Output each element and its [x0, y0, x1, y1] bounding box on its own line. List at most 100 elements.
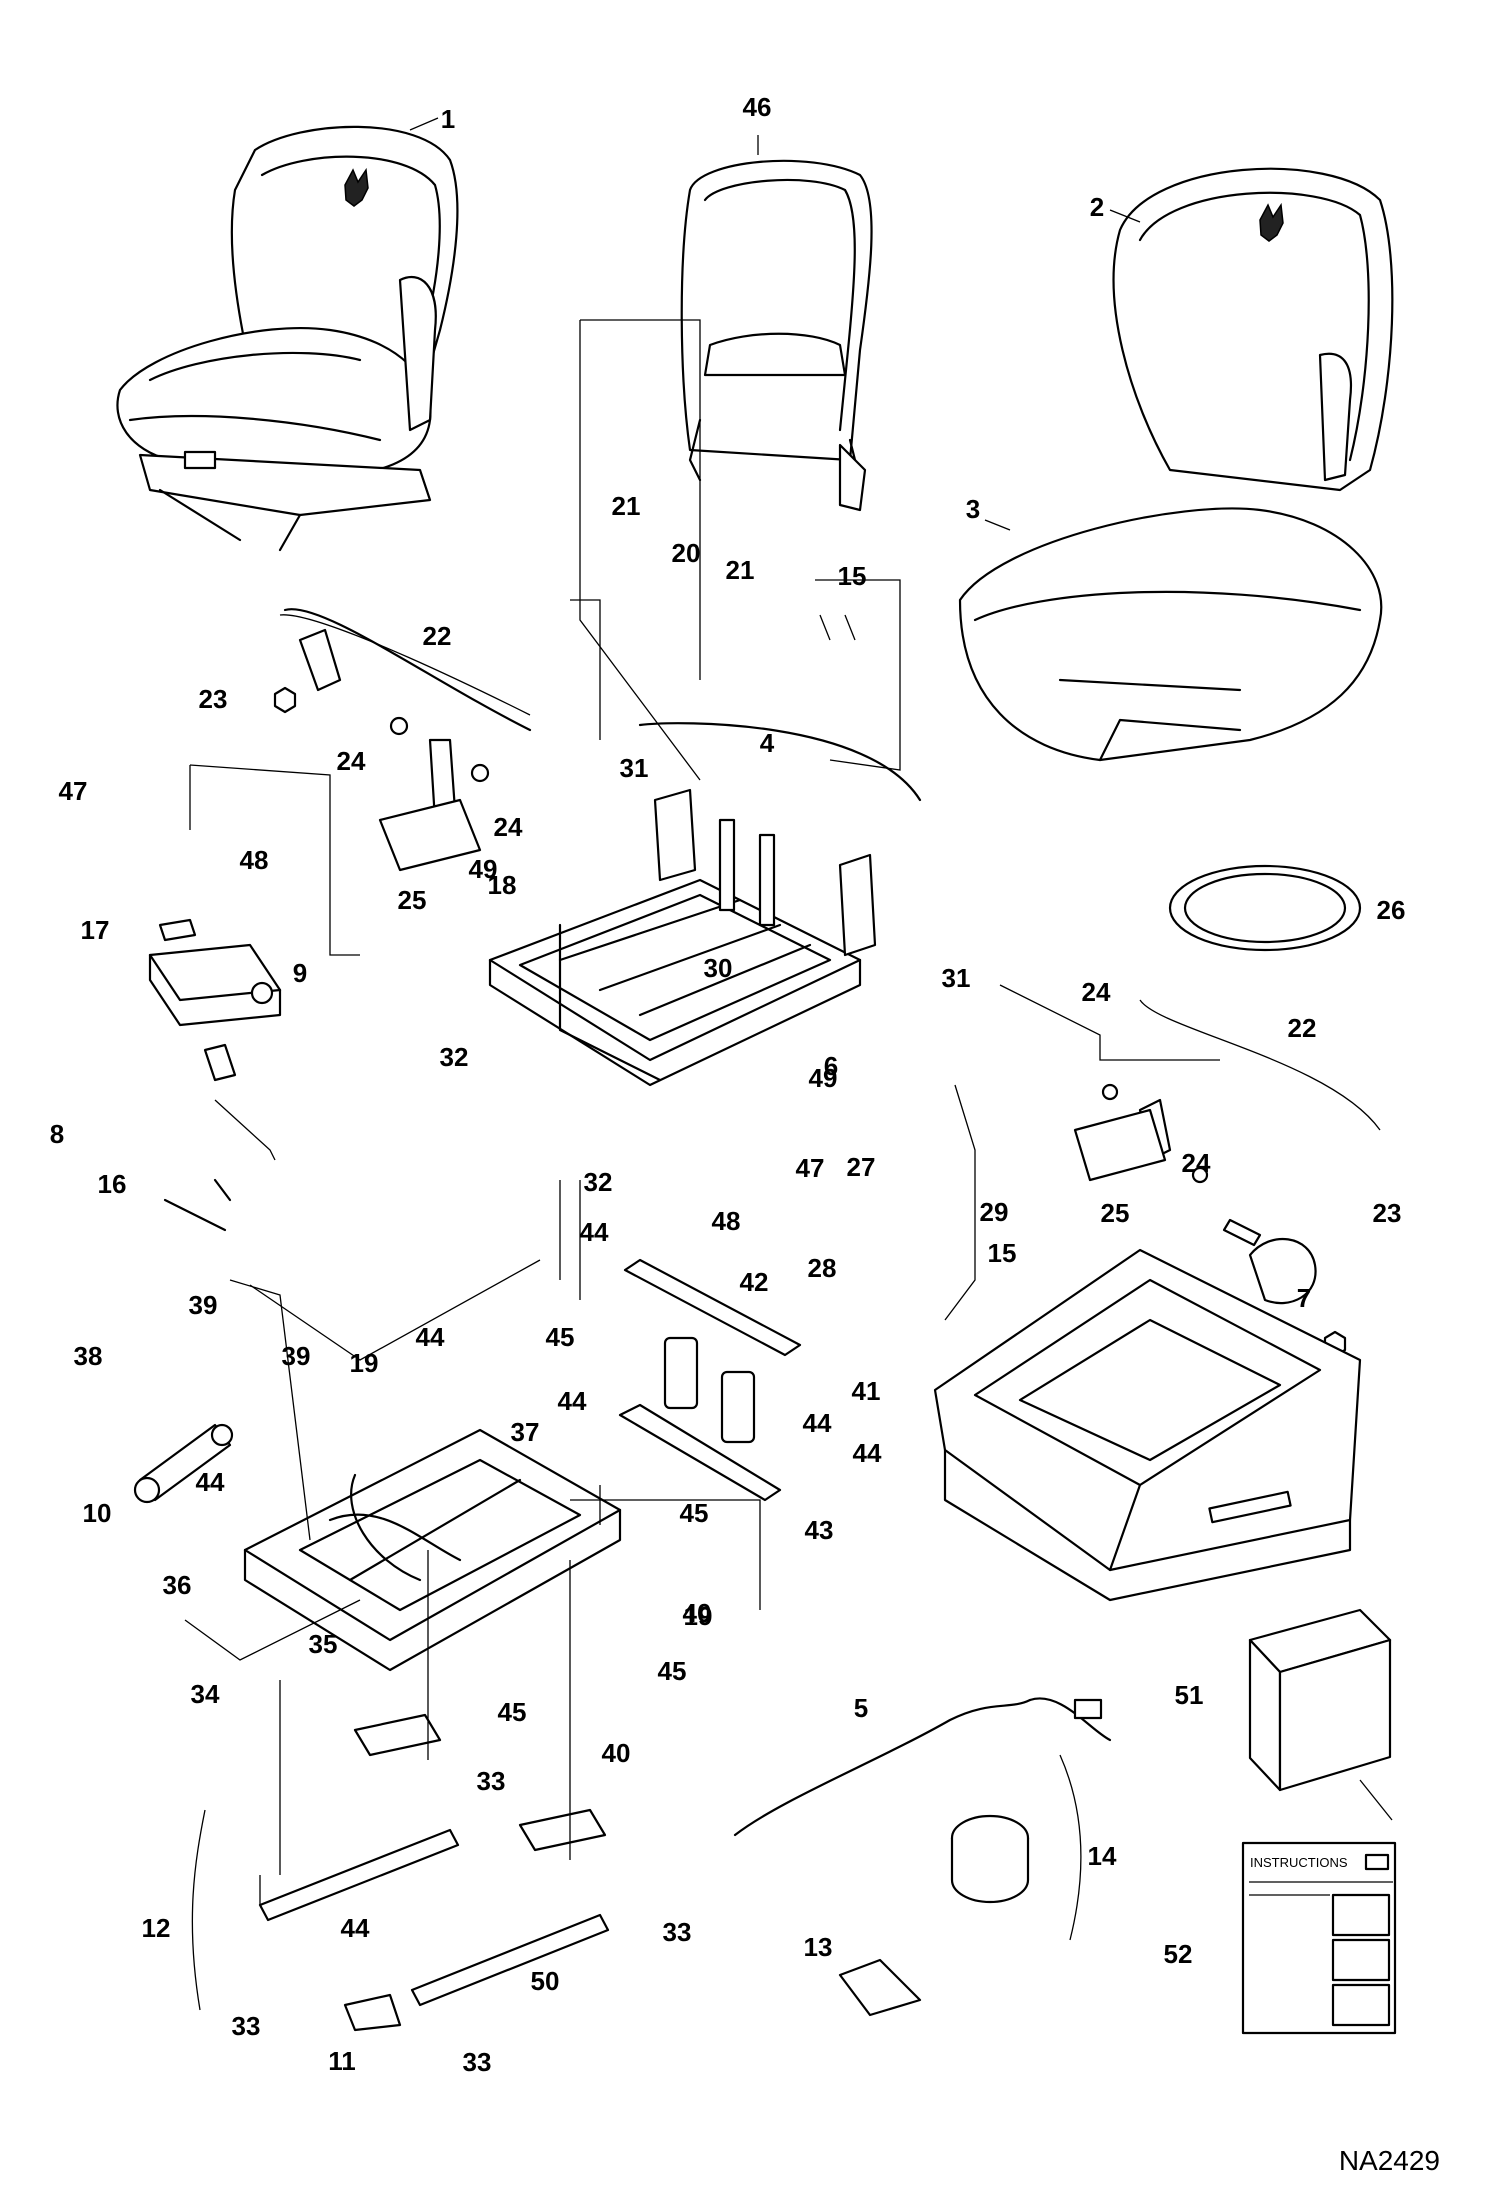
callout-label: 22 [423, 621, 452, 651]
callout-label: 26 [1377, 895, 1406, 925]
callout-labels: 1 2 3 4 5 6 7 8 9 10 11 12 13 14 15 15 1… [50, 92, 1406, 2077]
callout-label: 47 [796, 1153, 825, 1183]
callout-label: 14 [1088, 1841, 1117, 1871]
callout-label: 36 [163, 1570, 192, 1600]
callout-label: 49 [469, 854, 498, 884]
callout-label: 25 [398, 885, 427, 915]
drawing-reference: NA2429 [1339, 2145, 1440, 2176]
callout-label: 30 [704, 953, 733, 983]
callout-label: 33 [663, 1917, 692, 1947]
callout-label: 52 [1164, 1939, 1193, 1969]
callout-label: 44 [558, 1386, 587, 1416]
callout-label: 46 [743, 92, 772, 122]
callout-label: 21 [726, 555, 755, 585]
part-seat-back-frame [680, 135, 873, 512]
callout-label: 22 [1288, 1013, 1317, 1043]
callout-label: 49 [809, 1063, 838, 1093]
callout-label: 16 [98, 1169, 127, 1199]
part-complete-seat [116, 117, 459, 552]
callout-label: 23 [199, 684, 228, 714]
leader-lines [184, 319, 1393, 2011]
callout-label: 17 [81, 915, 110, 945]
callout-label: 15 [988, 1238, 1017, 1268]
part-box [1248, 1608, 1392, 1792]
callout-label: 31 [620, 753, 649, 783]
part-wiring-harness [733, 1697, 1112, 1837]
callout-label: 27 [847, 1152, 876, 1182]
callout-label: 43 [805, 1515, 834, 1545]
callout-label: 34 [191, 1679, 220, 1709]
callout-label: 33 [232, 2011, 261, 2041]
part-hose [1168, 864, 1362, 952]
callout-label: 31 [942, 963, 971, 993]
callout-label: 24 [1082, 977, 1111, 1007]
callout-label: 44 [341, 1913, 370, 1943]
callout-label: 45 [658, 1656, 687, 1686]
callout-label: 21 [612, 491, 641, 521]
callout-label: 6 [824, 1051, 838, 1081]
callout-label: 28 [808, 1253, 837, 1283]
part-lever-assembly [148, 918, 282, 1232]
callout-label: 44 [803, 1408, 832, 1438]
part-seat-belt-right [1073, 1083, 1347, 1358]
part-back-cushion [1109, 167, 1394, 492]
callout-label: 19 [684, 1601, 713, 1631]
callout-label: 9 [293, 958, 307, 988]
instructions-text: INSTRUCTIONS [1250, 1855, 1348, 1870]
callout-label: 50 [531, 1966, 560, 1996]
part-rails-upper [618, 1258, 802, 1502]
part-suspension-base [933, 1248, 1362, 1602]
callout-label: 18 [488, 870, 517, 900]
callout-label: 35 [309, 1629, 338, 1659]
callout-label: 20 [672, 538, 701, 568]
callout-label: 7 [1297, 1283, 1311, 1313]
callout-label: 13 [804, 1932, 833, 1962]
callout-label: 29 [980, 1197, 1009, 1227]
part-seat-belt-left [273, 608, 532, 872]
callout-label: 40 [602, 1738, 631, 1768]
callout-label: 11 [328, 2046, 356, 2076]
callout-label: 15 [838, 561, 867, 591]
callout-label: 48 [240, 845, 269, 875]
callout-label: 32 [584, 1167, 613, 1197]
callout-label: 33 [477, 1766, 506, 1796]
part-seat-frame [488, 722, 922, 1087]
part-instructions-manual: INSTRUCTIONS [1241, 1841, 1397, 2035]
callout-label: 1 [441, 104, 455, 134]
callout-label: 3 [966, 494, 980, 524]
callout-label: 42 [740, 1267, 769, 1297]
callout-label: 44 [196, 1467, 225, 1497]
callout-label: 2 [1090, 192, 1104, 222]
callout-label: 37 [511, 1417, 540, 1447]
callout-label: 45 [546, 1322, 575, 1352]
part-damper [133, 1423, 234, 1504]
callout-label: 33 [463, 2047, 492, 2077]
callout-label: 47 [59, 776, 88, 806]
callout-label: 24 [1182, 1148, 1211, 1178]
callout-label: 5 [854, 1693, 868, 1723]
callout-label: 32 [440, 1042, 469, 1072]
part-air-compressor [838, 1814, 1030, 2017]
callout-label: 39 [189, 1290, 218, 1320]
callout-label: 24 [337, 746, 366, 776]
callout-label: 45 [680, 1498, 709, 1528]
callout-label: 25 [1101, 1198, 1130, 1228]
callout-label: 44 [853, 1438, 882, 1468]
callout-label: 23 [1373, 1198, 1402, 1228]
callout-label: 48 [712, 1206, 741, 1236]
callout-label: 45 [498, 1697, 527, 1727]
callout-label: 40 [683, 1598, 712, 1628]
callout-label: 8 [50, 1119, 64, 1149]
callout-label: 12 [142, 1913, 171, 1943]
callout-label: 38 [74, 1341, 103, 1371]
part-lower-frame [243, 1428, 622, 1672]
callout-label: 44 [580, 1217, 609, 1247]
callout-label: 24 [494, 812, 523, 842]
callout-label: 41 [852, 1376, 881, 1406]
callout-label: 10 [83, 1498, 112, 1528]
callout-label: 4 [760, 728, 775, 758]
part-slide-rails [258, 1713, 610, 2032]
part-seat-cushion [958, 507, 1383, 762]
callout-label: 51 [1175, 1680, 1204, 1710]
